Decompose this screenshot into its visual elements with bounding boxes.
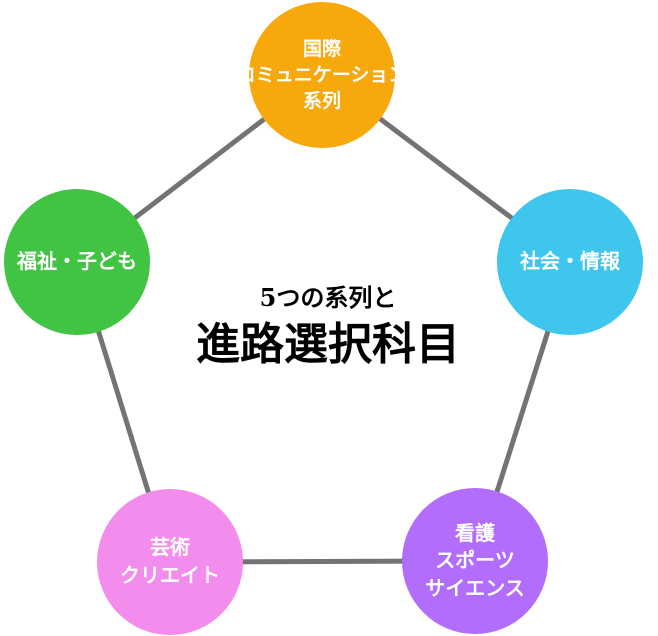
node-label-line: コミュニケーション: [236, 63, 408, 86]
node-label-line: サイエンス: [425, 575, 525, 600]
node-label-line: 社会・情報: [520, 249, 620, 274]
node-label: 国際 コミュニケーション 系列: [237, 36, 408, 115]
node-label-line: 国際: [302, 37, 341, 60]
node-label: 福祉・子ども: [17, 248, 137, 276]
node-label: 社会・情報: [520, 248, 620, 276]
center-main-title: 進路選択科目: [196, 319, 460, 370]
node-social-information: 社会・情報: [497, 189, 643, 335]
node-label-line: クリエイト: [120, 563, 220, 587]
node-label-line: 系列: [302, 90, 341, 113]
node-label-line: 看護: [455, 520, 495, 545]
center-subtitle: 5つの系列と: [259, 283, 397, 312]
node-label-line: 芸術: [150, 535, 190, 560]
node-nursing-sports-science: 看護 スポーツ サイエンス: [402, 488, 548, 634]
node-label: 芸術 クリエイト: [120, 534, 220, 589]
node-international-communication: 国際 コミュニケーション 系列: [237, 2, 407, 148]
node-art-create: 芸術 クリエイト: [97, 489, 243, 635]
node-label: 看護 スポーツ サイエンス: [425, 520, 524, 603]
node-label-line: 福祉・子ども: [17, 249, 137, 274]
node-welfare-children: 福祉・子ども: [4, 189, 150, 335]
node-label-line: スポーツ: [435, 548, 515, 573]
center-title: 5つの系列と 進路選択科目: [150, 282, 506, 374]
